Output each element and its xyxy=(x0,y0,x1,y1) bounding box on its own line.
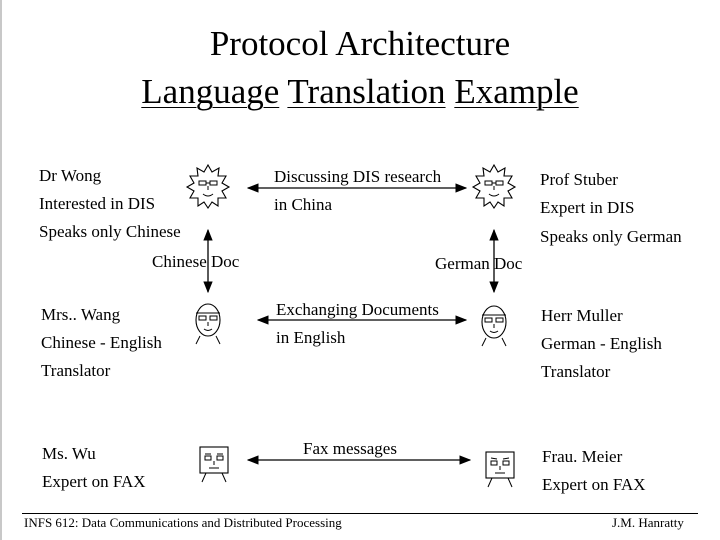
bald-head-icon xyxy=(196,304,220,344)
spiky-head-icon xyxy=(473,165,515,208)
spiky-head-icon xyxy=(187,165,229,208)
footer-course: INFS 612: Data Communications and Distri… xyxy=(24,515,342,531)
square-head-icon xyxy=(486,452,514,487)
footer-author: J.M. Hanratty xyxy=(612,515,684,531)
footer-rule xyxy=(22,513,698,514)
square-head-icon xyxy=(200,447,228,482)
bald-head-icon xyxy=(482,306,506,346)
